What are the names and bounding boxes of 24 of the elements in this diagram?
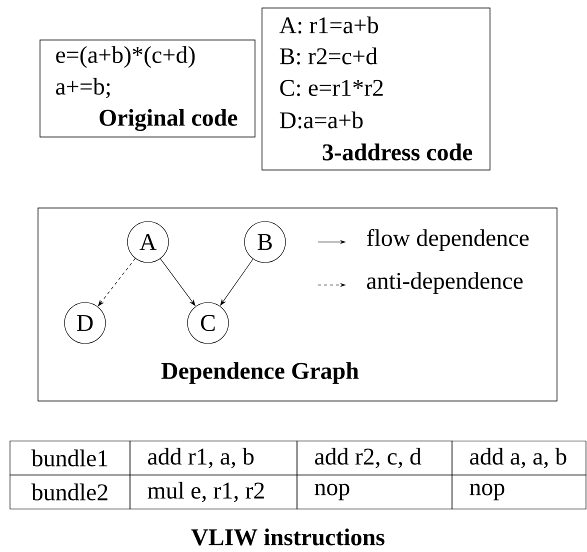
code-line: B: r2=c+d (280, 48, 378, 64)
code-line: A: r1=a+b (279, 16, 378, 34)
code-line: e=(a+b)*(c+d) (56, 46, 195, 68)
code-line: C: e=r1*r2 (280, 80, 383, 96)
table-caption: VLIW instructions (191, 528, 384, 546)
table-cell: add a, a, b (452, 440, 586, 476)
table-cell: mul e, r1, r2 (130, 474, 298, 510)
code-line: D:a=a+b (280, 112, 363, 128)
table-cell: nop (452, 474, 586, 510)
legend-text: flow dependence (366, 229, 529, 251)
box-heading: 3-address code (322, 144, 472, 160)
table-cell: bundle2 (10, 474, 130, 510)
graph-node: B (244, 221, 286, 263)
table-cell: add r2, c, d (296, 440, 452, 476)
table-cell: nop (296, 474, 452, 510)
table-cell: add r1, a, b (130, 440, 298, 476)
box-heading: Dependence Graph (161, 362, 359, 384)
box-heading: Original code (100, 109, 238, 131)
graph-node: A (127, 221, 169, 263)
graph-node: C (187, 302, 229, 344)
graph-node: D (64, 302, 106, 344)
legend-text: anti-dependence (367, 272, 523, 294)
table-cell: bundle1 (10, 440, 130, 476)
code-line: a+=b; (56, 78, 110, 98)
